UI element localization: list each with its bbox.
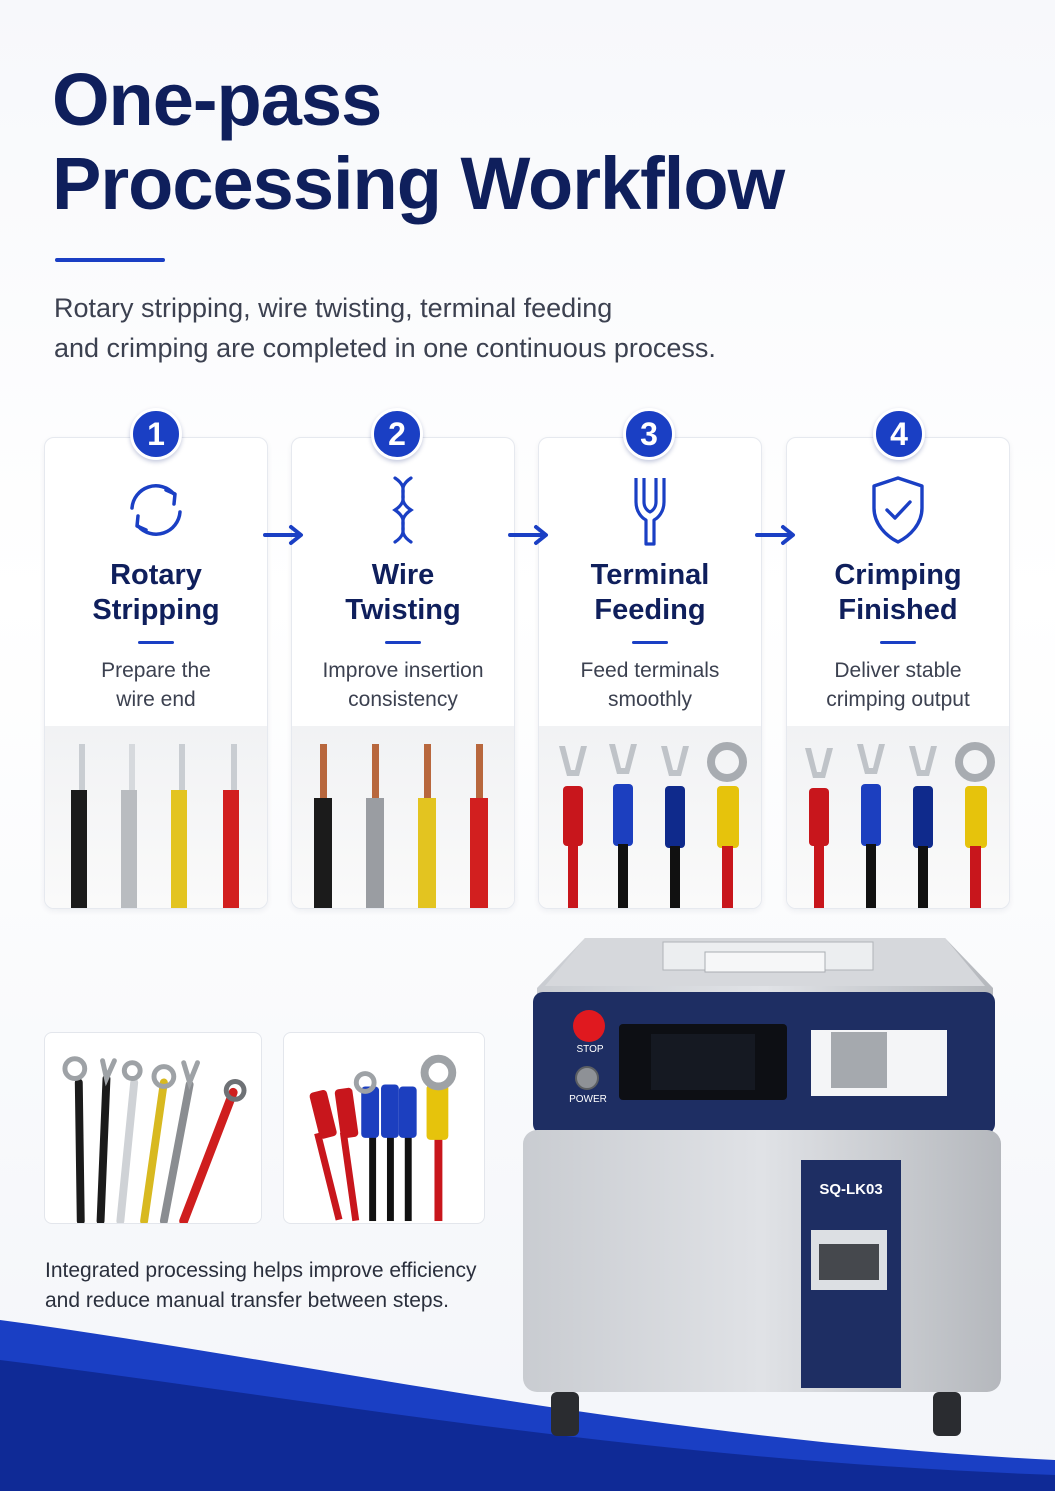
arrow-right-icon <box>508 525 548 545</box>
stripped-wires-image <box>45 726 267 908</box>
page-title: One-pass Processing Workflow <box>52 58 785 226</box>
step-card-crimping-finished: Crimping Finished Deliver stable crimpin… <box>786 437 1010 909</box>
intro-line-1: Rotary stripping, wire twisting, termina… <box>54 293 613 323</box>
step-number-badge: 1 <box>130 408 182 460</box>
step-description: Feed terminals smoothly <box>580 659 720 711</box>
twist-icon <box>392 476 414 544</box>
step-title: Terminal Feeding <box>590 559 710 626</box>
step-underline <box>632 641 668 644</box>
step-underline <box>385 641 421 644</box>
model-label: SQ-LK03 <box>819 1181 883 1198</box>
step-number-badge: 4 <box>873 408 925 460</box>
step-card-terminal-feeding: Terminal Feeding Feed terminals smoothly <box>538 437 762 909</box>
intro-line-2: and crimping are completed in one contin… <box>54 333 716 363</box>
step-underline <box>138 641 174 644</box>
bottom-text-line-2: and reduce manual transfer between steps… <box>45 1289 449 1312</box>
arrow-right-icon <box>755 525 795 545</box>
step-number-badge: 3 <box>623 408 675 460</box>
bottom-description: Integrated processing helps improve effi… <box>45 1256 515 1316</box>
power-button-label: POWER <box>569 1094 607 1105</box>
arrow-right-icon <box>263 525 303 545</box>
step-title: Rotary Stripping <box>92 559 220 626</box>
title-underline <box>55 258 165 262</box>
step-underline <box>880 641 916 644</box>
crimping-machine <box>523 938 1001 1436</box>
title-line-1: One-pass <box>52 58 382 141</box>
step-title: Crimping Finished <box>834 559 962 626</box>
step-title: Wire Twisting <box>345 559 461 626</box>
finished-wires-photo-2 <box>283 1032 485 1224</box>
step-card-rotary-stripping: Rotary Stripping Prepare the wire end <box>44 437 268 909</box>
step-number-badge: 2 <box>371 408 423 460</box>
stop-button-label: STOP <box>576 1044 604 1055</box>
step-description: Improve insertion consistency <box>322 659 484 711</box>
shield-check-icon <box>872 476 924 544</box>
step-description: Deliver stable crimping output <box>826 659 970 711</box>
bottom-text-line-1: Integrated processing helps improve effi… <box>45 1259 477 1282</box>
fork-terminal-icon <box>634 478 666 546</box>
terminal-wires-image <box>539 726 761 908</box>
step-card-wire-twisting: Wire Twisting Improve insertion consiste… <box>291 437 515 909</box>
crimped-wires-image <box>787 726 1009 908</box>
step-description: Prepare the wire end <box>101 659 211 711</box>
title-line-2: Processing Workflow <box>52 142 785 225</box>
twisted-wires-image <box>292 726 514 908</box>
finished-wires-photo-1 <box>44 1032 262 1224</box>
rotate-icon <box>130 484 182 536</box>
background-wave <box>0 1320 1055 1491</box>
intro-paragraph: Rotary stripping, wire twisting, termina… <box>54 288 814 368</box>
